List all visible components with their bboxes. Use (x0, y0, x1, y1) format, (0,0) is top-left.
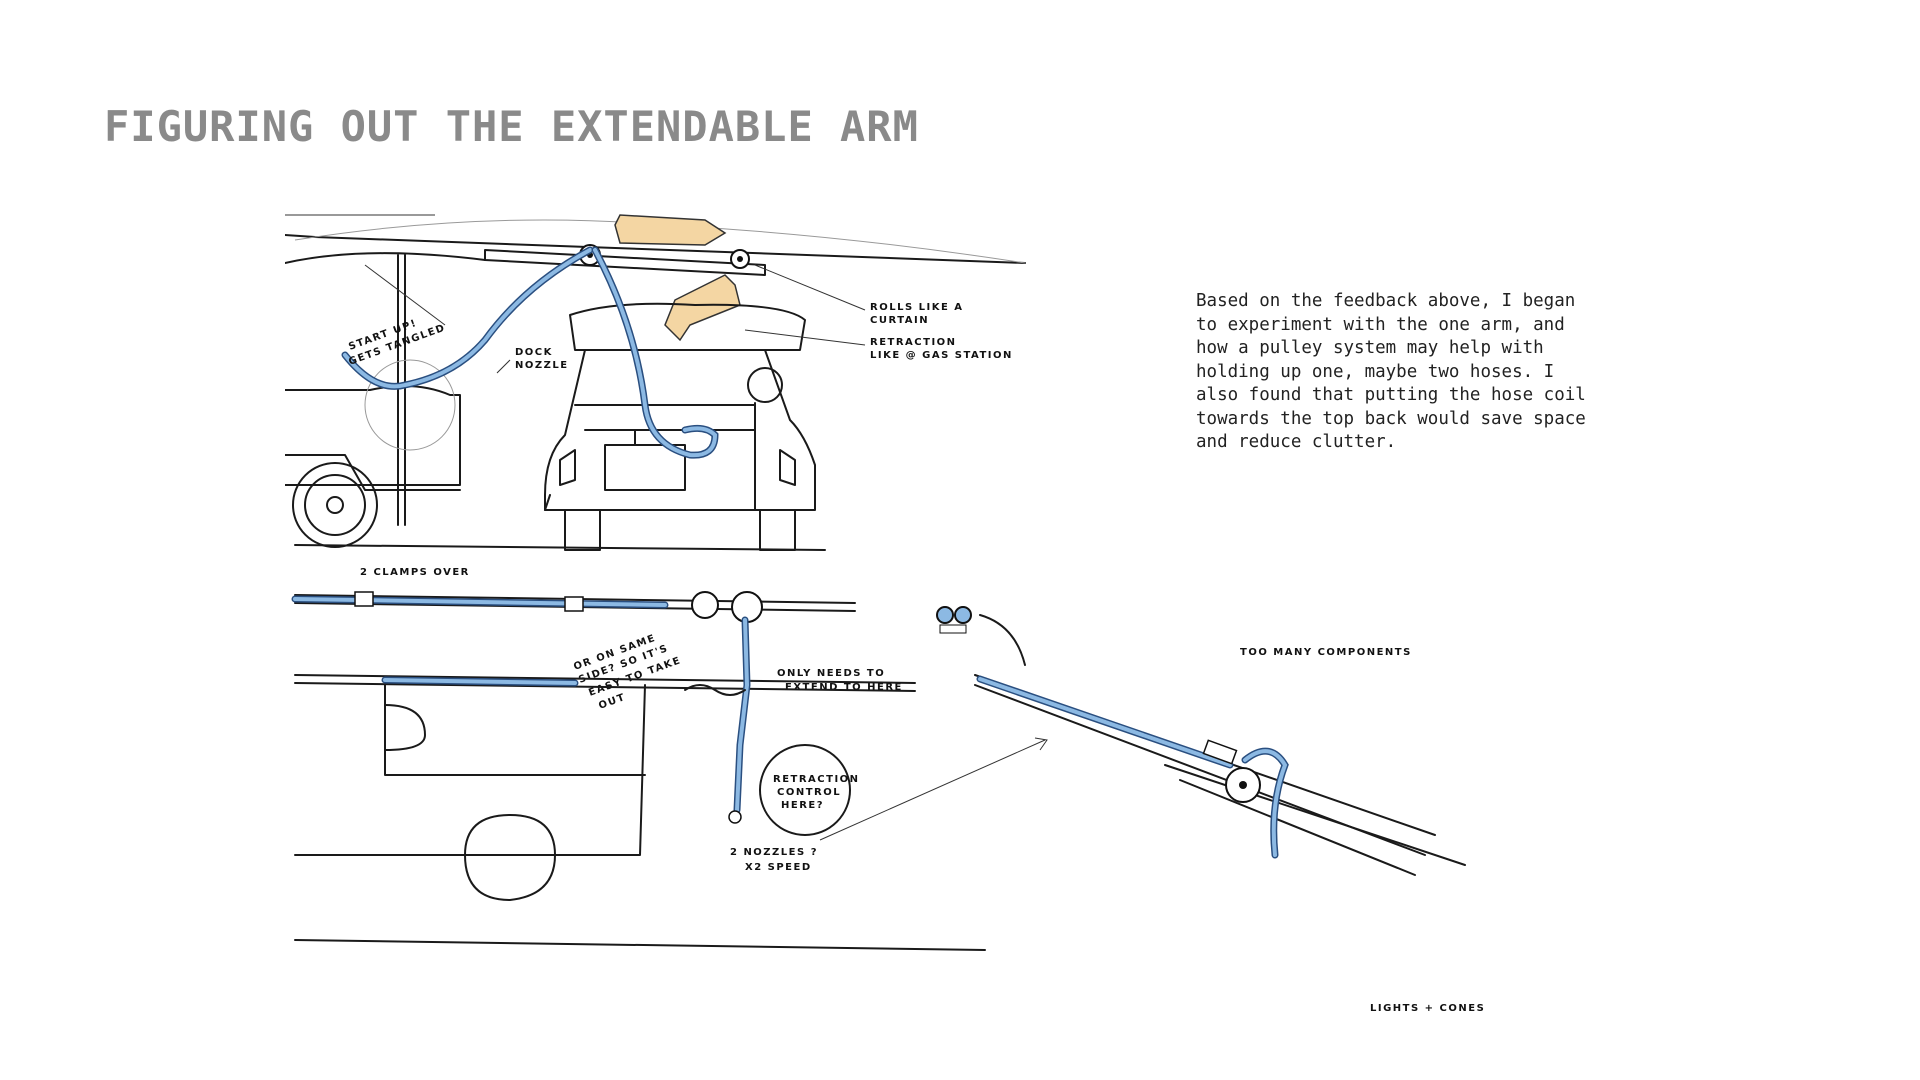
ground-line-top (294, 544, 826, 551)
note-retraction-control: RETRACTION (773, 774, 860, 785)
side-van-lower (294, 674, 986, 951)
note-only-needs: ONLY NEEDS TO (777, 668, 885, 679)
hose-middle (684, 616, 751, 824)
extendable-arm-sketch: ROLLS LIKE A CURTAIN RETRACTION LIKE @ G… (285, 214, 1485, 1014)
note-extend-here: EXTEND TO HERE (785, 682, 903, 693)
note-here: HERE? (781, 800, 824, 811)
note-like-gas-station: LIKE @ GAS STATION (870, 350, 1013, 361)
note-nozzles: 2 NOZZLES ? (730, 847, 818, 858)
retraction-control-circle (759, 744, 851, 836)
page-title: FIGURING OUT THE EXTENDABLE ARM (104, 102, 919, 151)
left-van (285, 359, 461, 548)
note-nozzle: NOZZLE (515, 360, 569, 371)
note-x2-speed: X2 SPEED (745, 862, 812, 873)
hose-top (341, 246, 719, 459)
side-rail-upper (291, 591, 856, 623)
note-too-many-components: TOO MANY COMPONENTS (1240, 647, 1412, 658)
note-clamps-over: 2 CLAMPS OVER (360, 567, 470, 578)
right-hatchback (544, 302, 816, 551)
slide-arrow-lower (664, 274, 741, 342)
nozzle-pair-icon (936, 606, 1026, 666)
note-retraction: RETRACTION (870, 337, 957, 348)
note-lights-cones: LIGHTS + CONES (1370, 1003, 1485, 1014)
note-dock: DOCK (515, 347, 553, 358)
arm-closeup (974, 674, 1466, 876)
awning-frame (285, 214, 1026, 526)
note-rolls-like-a: ROLLS LIKE A (870, 302, 964, 313)
slide-arrow-upper (614, 214, 727, 246)
description-paragraph: Based on the feedback above, I began to … (1196, 291, 1586, 452)
note-curtain: CURTAIN (870, 315, 929, 326)
note-control: CONTROL (777, 787, 841, 798)
